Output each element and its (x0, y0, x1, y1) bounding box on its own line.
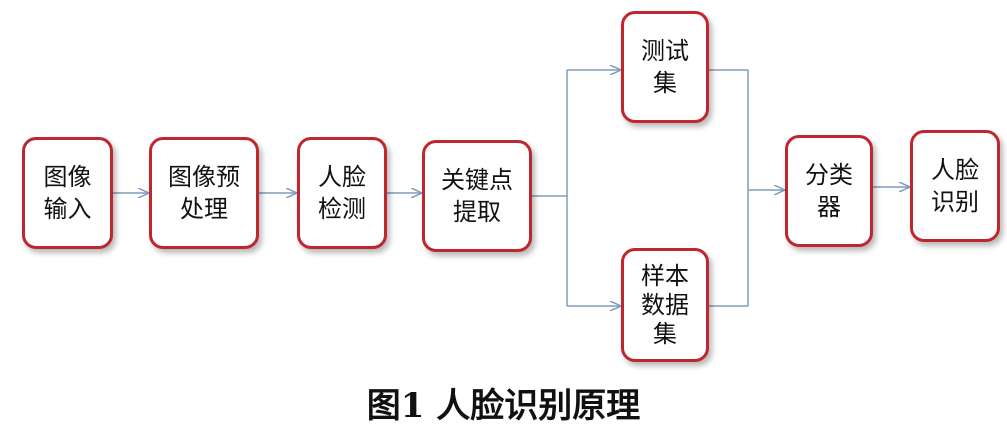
node-label: 集 (653, 319, 677, 348)
node-face-recognition: 人脸 识别 (910, 130, 1000, 242)
node-label: 提取 (453, 198, 501, 226)
node-label: 图像 (43, 163, 92, 191)
node-label: 分类 (805, 161, 853, 189)
node-label: 检测 (318, 195, 366, 223)
node-classifier: 分类 器 (785, 135, 873, 247)
node-label: 测试 (641, 37, 689, 65)
node-face-detection: 人脸 检测 (297, 137, 387, 249)
node-label: 样本 (641, 261, 689, 290)
node-label: 人脸 (318, 163, 366, 191)
figure-caption: 图1 人脸识别原理 (366, 386, 641, 426)
node-image-input: 图像 输入 (22, 137, 113, 249)
node-label: 集 (653, 69, 677, 97)
node-keypoint-extraction: 关键点 提取 (422, 140, 532, 252)
node-preprocess: 图像预 处理 (149, 137, 259, 249)
node-label: 输入 (43, 195, 92, 223)
node-label: 数据 (641, 290, 689, 319)
node-label: 人脸 (931, 156, 979, 184)
node-label: 处理 (180, 195, 228, 223)
node-test-set: 测试 集 (621, 11, 709, 123)
node-sample-dataset: 样本 数据 集 (621, 248, 709, 362)
node-label: 识别 (931, 188, 979, 216)
node-label: 器 (817, 193, 841, 221)
node-label: 关键点 (441, 166, 513, 194)
node-label: 图像预 (168, 163, 240, 191)
